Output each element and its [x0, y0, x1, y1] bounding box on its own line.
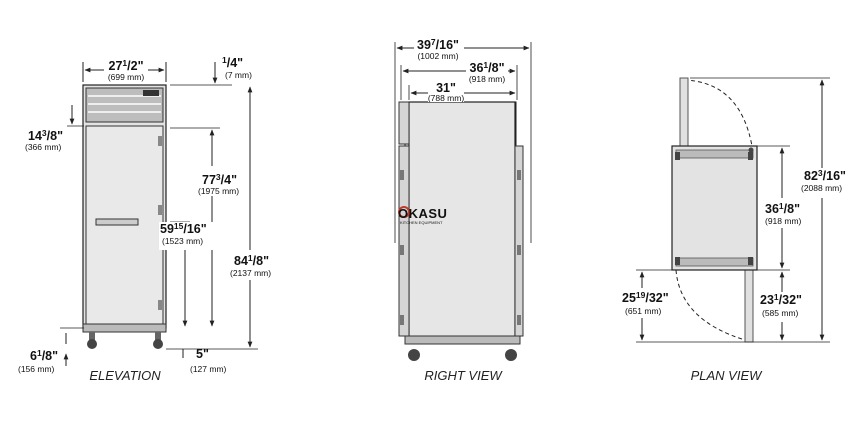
right-caster-rear-icon [505, 349, 517, 361]
elevation-caption: ELEVATION [89, 368, 161, 383]
handle-height-mm: (1523 mm) [162, 236, 203, 246]
right-caster-front-icon [408, 349, 420, 361]
plan-depth-label: 361/8" [765, 201, 800, 216]
door-swing-top [683, 79, 753, 147]
plan-cabinet [671, 145, 758, 271]
overall-height-mm: (2137 mm) [230, 268, 271, 278]
door-handle [95, 218, 139, 226]
plan-depth-mm: (918 mm) [765, 216, 802, 226]
overall-height-label: 841/8" [234, 253, 269, 268]
elevation-view: 271/2" (699 mm) 1/4" (7 mm) 143/8" (366 … [18, 55, 278, 383]
leg-height-label: 61/8" [30, 348, 58, 363]
plan-total-label: 823/16" [804, 168, 846, 183]
cabinet-depth-label: 31" [436, 81, 456, 95]
plan-view-caption: PLAN VIEW [691, 368, 764, 383]
top-gap-label: 1/4" [222, 55, 243, 70]
caster-size-label: 5" [196, 347, 209, 361]
elevation-width-mm: (699 mm) [108, 72, 145, 82]
overall-depth-mm: (1002 mm) [417, 51, 458, 61]
caster-left-icon [87, 339, 97, 349]
right-view-cabinet [408, 101, 516, 343]
okasu-watermark: OKASU KITCHEN EQUIPMENT [398, 206, 447, 225]
plan-swing-left-mm: (651 mm) [625, 306, 662, 316]
plan-swing-right-mm: (585 mm) [762, 308, 799, 318]
plan-swing-right-label: 231/32" [760, 292, 802, 307]
right-view: 397/16" (1002 mm) 361/8" (918 mm) 31" (7… [394, 37, 532, 383]
top-gap-mm: (7 mm) [225, 70, 252, 80]
door-offset-mm: (366 mm) [25, 142, 62, 152]
cabinet-depth-mm: (788 mm) [428, 93, 465, 103]
logo-mark-icon [398, 206, 410, 218]
plan-view: 823/16" (2088 mm) 361/8" (918 mm) 231/32… [620, 77, 854, 383]
overall-depth-label: 397/16" [417, 37, 459, 52]
control-panel-icon [143, 90, 159, 96]
leg-height-mm: (156 mm) [18, 364, 55, 374]
body-depth-label: 361/8" [470, 60, 505, 75]
body-depth-mm: (918 mm) [469, 74, 506, 84]
right-view-caption: RIGHT VIEW [424, 368, 503, 383]
door-offset-label: 143/8" [28, 128, 63, 143]
door-height-mm: (1975 mm) [198, 186, 239, 196]
door-swing-bottom [675, 269, 746, 341]
caster-right-icon [153, 339, 163, 349]
caster-size-mm: (127 mm) [190, 364, 227, 374]
plan-swing-left-label: 2519/32" [622, 290, 669, 305]
door-height-label: 773/4" [202, 172, 237, 187]
logo-text: OKASU [398, 206, 447, 221]
plan-total-mm: (2088 mm) [801, 183, 842, 193]
elevation-width-label: 271/2" [109, 58, 144, 73]
logo-subtext: KITCHEN EQUIPMENT [400, 220, 443, 225]
handle-height-label: 5915/16" [160, 221, 207, 236]
